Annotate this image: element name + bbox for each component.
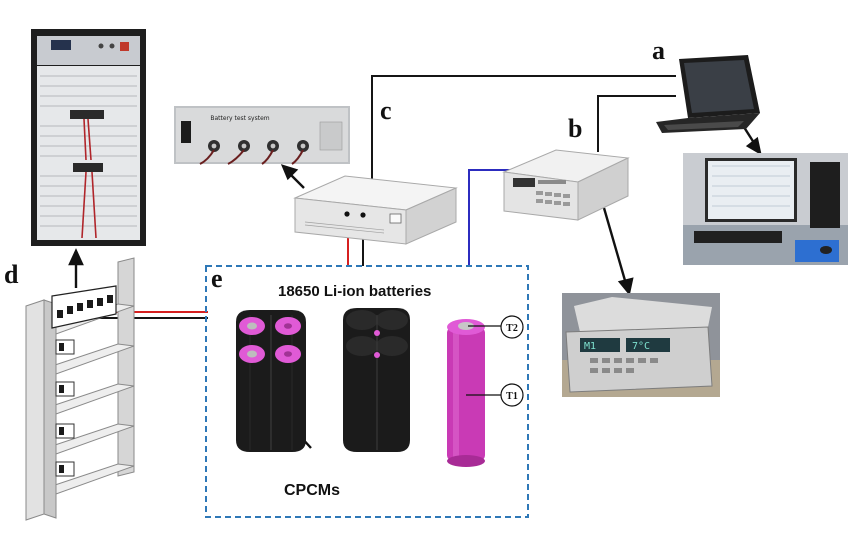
wire-laptop-to-thermometer bbox=[597, 95, 676, 152]
svg-text:M1: M1 bbox=[584, 341, 596, 352]
wire-laptop-to-cycler bbox=[371, 75, 676, 192]
label-d: d bbox=[4, 260, 19, 289]
svg-text:7°C: 7°C bbox=[632, 341, 650, 352]
battery-cycler-device bbox=[293, 175, 458, 245]
battery-dashed-box bbox=[205, 265, 529, 518]
battery-tester-photo bbox=[174, 106, 350, 165]
test-chamber-photo bbox=[31, 29, 146, 246]
computer-photo bbox=[683, 153, 848, 265]
label-a: a bbox=[652, 36, 665, 65]
cpcms-caption: CPCMs bbox=[284, 482, 341, 499]
t1-label: T1 bbox=[506, 391, 518, 402]
cpcm-battery-module bbox=[236, 310, 306, 452]
tester-screen-heading: Battery test system bbox=[210, 115, 269, 122]
battery-shelf-rack bbox=[25, 257, 135, 521]
cpcm-module bbox=[343, 308, 410, 452]
label-c: c bbox=[380, 96, 392, 125]
thermocouple-callouts bbox=[466, 315, 524, 407]
t2-label: T2 bbox=[506, 323, 518, 334]
laptop bbox=[656, 55, 760, 133]
label-e: e bbox=[211, 264, 223, 293]
t1-callout-circle bbox=[500, 383, 524, 407]
arrows bbox=[68, 123, 762, 449]
multichannel-thermometer bbox=[502, 149, 630, 221]
t2-callout-circle bbox=[500, 315, 524, 339]
battery-box-title: 18650 Li-ion batteries bbox=[278, 283, 432, 300]
single-18650-cell bbox=[447, 319, 485, 467]
thermometer-photo: M1 7°C bbox=[562, 293, 720, 397]
label-b: b bbox=[568, 114, 583, 143]
